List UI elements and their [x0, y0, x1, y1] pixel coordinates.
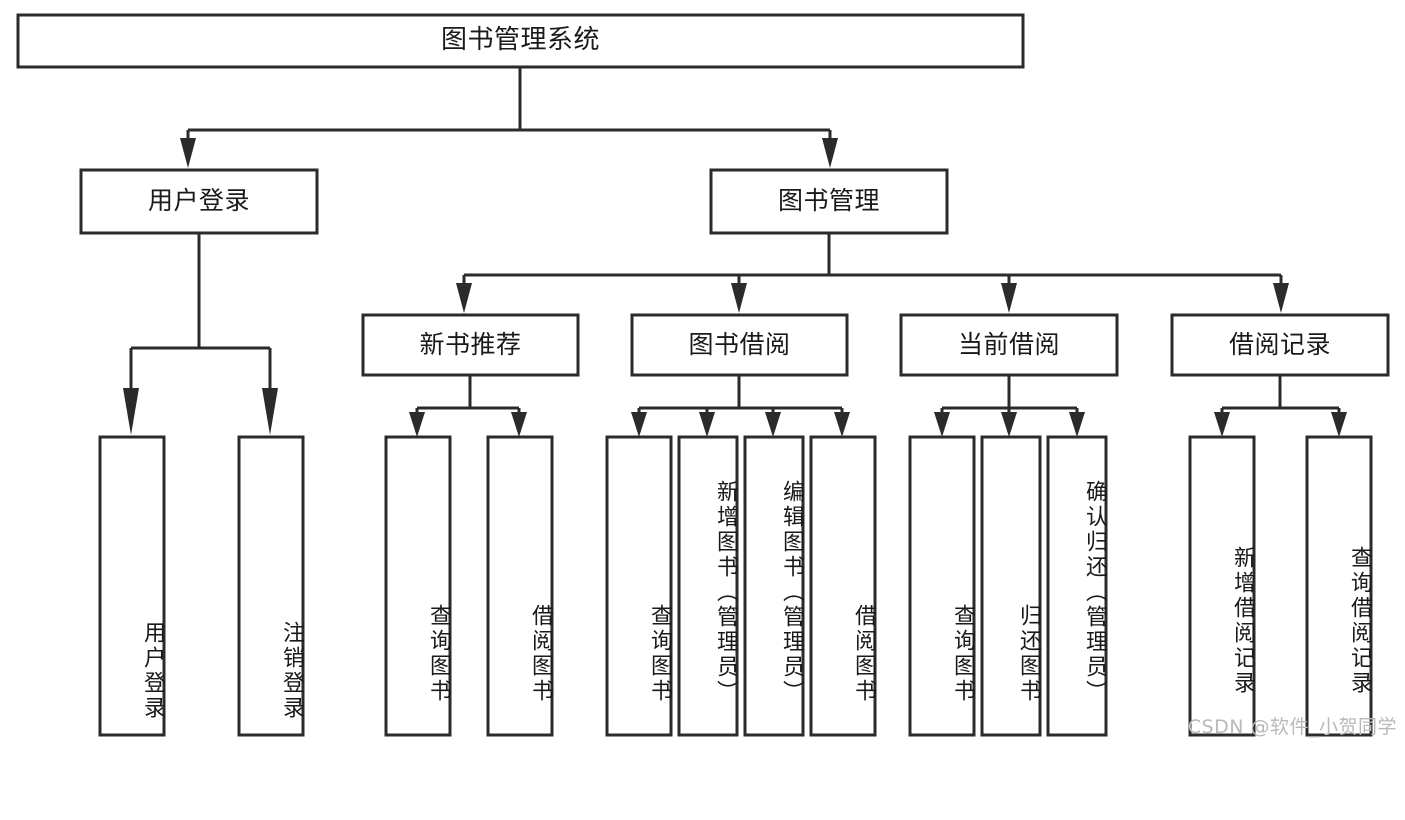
arrowhead-bookborrow-3: [765, 412, 781, 437]
node-leaf-bb-edit-box[interactable]: [743, 435, 805, 737]
arrowhead-currentborrow-1: [934, 412, 950, 437]
node-book-borrow-box[interactable]: [630, 313, 849, 377]
node-leaf-cb-return-box[interactable]: [980, 435, 1042, 737]
node-root-box[interactable]: [16, 13, 1025, 69]
node-leaf-newbook-query-box[interactable]: [384, 435, 452, 737]
node-book-manage-box[interactable]: [709, 168, 949, 235]
node-leaf-logout-box[interactable]: [237, 435, 305, 737]
arrowhead-newbook-2: [511, 412, 527, 437]
node-leaf-cb-query-box[interactable]: [908, 435, 976, 737]
arrowhead-userlogin-1: [123, 388, 139, 435]
arrowhead-bookmanage-3: [1001, 283, 1017, 313]
arrowhead-userlogin-2: [262, 388, 278, 435]
node-user-login-box[interactable]: [79, 168, 319, 235]
arrowhead-borrowrecord-2: [1331, 412, 1347, 437]
arrowhead-bookborrow-4: [834, 412, 850, 437]
arrowhead-root-2: [822, 138, 838, 168]
flowchart-svg: [16, 13, 1390, 737]
arrowhead-bookborrow-1: [631, 412, 647, 437]
node-current-borrow-box[interactable]: [899, 313, 1119, 377]
arrowhead-newbook-1: [409, 412, 425, 437]
arrowhead-bookmanage-2: [731, 283, 747, 313]
arrowhead-bookborrow-2: [699, 412, 715, 437]
node-leaf-cb-confirm-box[interactable]: [1046, 435, 1108, 737]
arrowhead-currentborrow-3: [1069, 412, 1085, 437]
flowchart-canvas: 图书管理系统 用户登录 图书管理 新书推荐 图书借阅 当前借阅 借阅记录 用户登…: [16, 13, 1397, 738]
arrowhead-root-1: [180, 138, 196, 168]
node-leaf-br-query-box[interactable]: [1305, 435, 1373, 737]
node-leaf-br-add-box[interactable]: [1188, 435, 1256, 737]
arrowhead-bookmanage-4: [1273, 283, 1289, 313]
arrowhead-currentborrow-2: [1001, 412, 1017, 437]
node-leaf-bb-borrow-box[interactable]: [809, 435, 877, 737]
node-leaf-bb-add-box[interactable]: [677, 435, 739, 737]
node-leaf-user-login-box[interactable]: [98, 435, 166, 737]
arrowhead-borrowrecord-1: [1214, 412, 1230, 437]
node-leaf-bb-query-box[interactable]: [605, 435, 673, 737]
node-leaf-newbook-borrow-box[interactable]: [486, 435, 554, 737]
arrowhead-bookmanage-1: [456, 283, 472, 313]
node-new-book-box[interactable]: [361, 313, 580, 377]
node-borrow-record-box[interactable]: [1170, 313, 1390, 377]
